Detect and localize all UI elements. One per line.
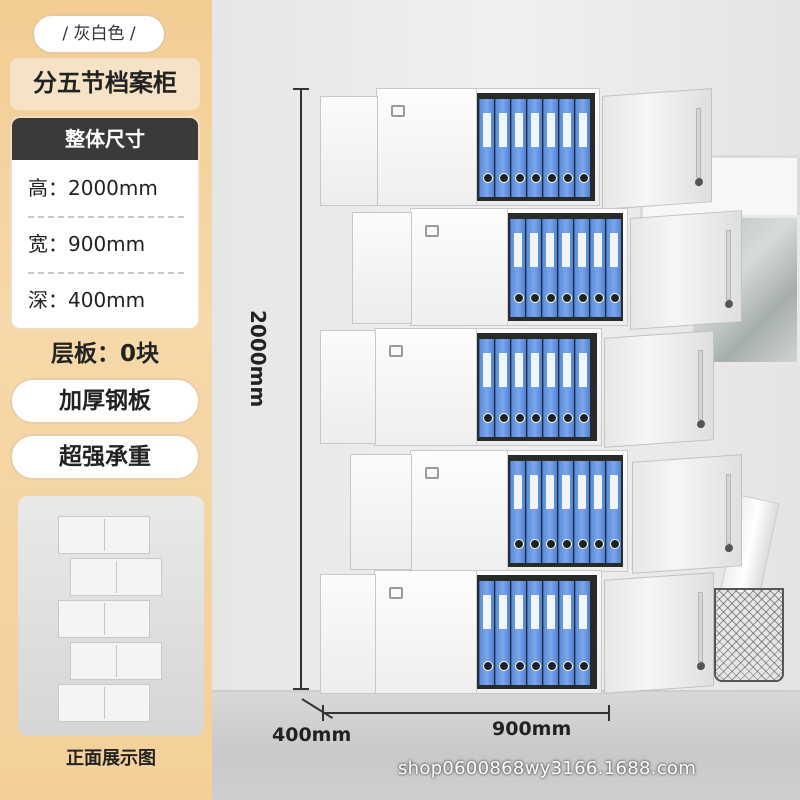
binder: [574, 581, 590, 685]
binder: [510, 99, 526, 197]
cabinet-interior: [476, 93, 595, 201]
cabinet-interior: [508, 213, 623, 321]
spec-height: 高：2000mm: [28, 176, 158, 200]
cabinet-section-2: [410, 208, 628, 326]
binder: [494, 581, 510, 685]
cabinet-door-1: [602, 88, 712, 210]
lock-icon: [425, 225, 439, 237]
cabinet-sliding-panel: [411, 209, 509, 325]
thumb-cabinet: [70, 642, 162, 680]
binder: [526, 99, 542, 197]
cabinet-side-5: [320, 574, 376, 694]
cabinet-interior: [508, 455, 623, 567]
binder: [478, 339, 494, 437]
binder: [478, 99, 494, 197]
cabinet-door-2: [630, 210, 742, 330]
cabinet-section-1: [376, 88, 600, 206]
thumbnail-caption: 正面展示图: [66, 748, 156, 769]
floor: [210, 690, 800, 800]
cabinet-side-2: [352, 212, 412, 324]
binder: [510, 219, 526, 317]
binder: [606, 461, 622, 563]
cabinet-side-1: [320, 96, 378, 206]
lock-icon: [389, 345, 403, 357]
cabinet-door-4: [632, 454, 742, 574]
spec-heading: 整体尺寸: [12, 118, 198, 160]
wastebasket: [714, 588, 784, 682]
width-dimension-label: 900mm: [492, 718, 572, 740]
cabinet-sliding-panel: [375, 329, 477, 445]
cabinet-sliding-panel: [411, 451, 509, 571]
cabinet-section-4: [410, 450, 628, 572]
binder: [542, 99, 558, 197]
binder: [574, 461, 590, 563]
cabinet-interior: [476, 575, 597, 689]
height-dimension-label: 2000mm: [246, 310, 270, 408]
spec-width: 宽：900mm: [12, 216, 198, 272]
color-tag: / 灰白色 /: [32, 14, 166, 54]
binder: [606, 219, 622, 317]
dimension-spec-card: 整体尺寸 高：2000mm 宽：900mm 深：400mm: [10, 116, 200, 330]
binder: [526, 339, 542, 437]
width-dimension-line: [322, 705, 610, 721]
front-view-thumbnail: [18, 496, 204, 736]
binder: [558, 219, 574, 317]
feature-load-bearing: 超强承重: [10, 434, 200, 480]
binder: [558, 461, 574, 563]
spec-depth: 深：400mm: [12, 272, 198, 328]
binder: [558, 339, 574, 437]
thumb-cabinet: [58, 516, 150, 554]
binder: [494, 99, 510, 197]
binder: [558, 99, 574, 197]
binder: [510, 581, 526, 685]
lock-icon: [389, 587, 403, 599]
lock-icon: [391, 105, 405, 117]
binder: [526, 461, 542, 563]
cabinet-section-5: [374, 570, 602, 694]
binder: [574, 219, 590, 317]
binder: [494, 339, 510, 437]
binder: [558, 581, 574, 685]
shelf-info: 层板：0块: [50, 341, 159, 367]
thumb-cabinet: [58, 684, 150, 722]
binder: [590, 219, 606, 317]
binder: [574, 339, 590, 437]
cabinet-interior: [476, 333, 597, 441]
cabinet-side-3: [320, 330, 376, 444]
binder: [542, 461, 558, 563]
binder: [542, 219, 558, 317]
feature-thick-steel: 加厚钢板: [10, 378, 200, 424]
cabinet-sliding-panel: [375, 571, 477, 693]
height-dimension-line: [293, 88, 309, 690]
binder: [542, 339, 558, 437]
binder: [526, 219, 542, 317]
thumb-cabinet: [58, 600, 150, 638]
depth-dimension-label: 400mm: [272, 724, 352, 746]
shop-watermark: shop0600868wy3166.1688.com: [398, 758, 697, 779]
cabinet-door-5: [604, 572, 714, 694]
cabinet-door-3: [604, 330, 714, 448]
cabinet-side-4: [350, 454, 412, 570]
binder: [590, 461, 606, 563]
thumb-cabinet: [70, 558, 162, 596]
cabinet-sliding-panel: [377, 89, 477, 205]
product-title: 分五节档案柜: [10, 58, 200, 110]
binder: [478, 581, 494, 685]
binder: [574, 99, 590, 197]
cabinet-section-3: [374, 328, 602, 446]
binder: [526, 581, 542, 685]
lock-icon: [425, 467, 439, 479]
binder: [510, 461, 526, 563]
binder: [542, 581, 558, 685]
binder: [510, 339, 526, 437]
